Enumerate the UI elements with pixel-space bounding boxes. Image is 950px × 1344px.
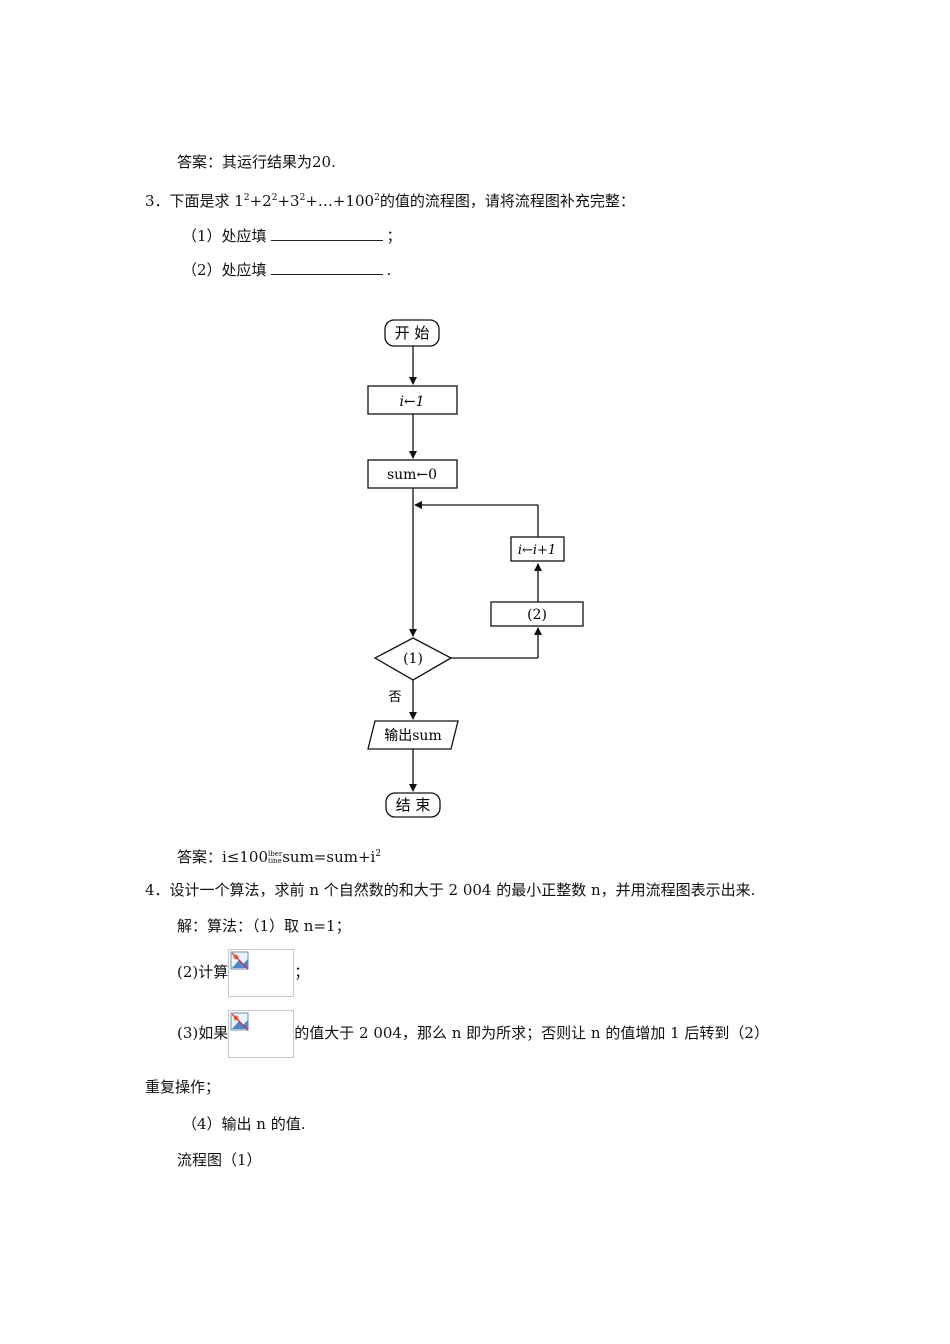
condition-label: (1) (403, 651, 423, 667)
question-3-term: +…+100 (305, 192, 375, 210)
step-3-prefix: (3)如果 (177, 1024, 229, 1042)
step-4-line: （4）输出 n 的值. (182, 1115, 306, 1133)
broken-image (228, 1010, 295, 1058)
question-3-prefix: 3．下面是求 1 (145, 192, 244, 210)
garbled-glyph-bottom: tine (268, 857, 282, 865)
init-sum-box (367, 459, 458, 489)
flowchart-1-label: 流程图（1） (177, 1151, 262, 1169)
init-i-label: i←1 (399, 394, 424, 410)
blank-1-line: （1）处应填 ； (182, 226, 402, 246)
blank-1-field[interactable] (270, 226, 383, 241)
step-2-line: (2)计算 ； (177, 947, 309, 997)
step-2-box (490, 601, 584, 627)
condition-diamond (373, 637, 453, 681)
blank-2-line: （2）处应填. (182, 260, 391, 280)
blank-2-field[interactable] (270, 260, 383, 275)
exponent: 2 (243, 193, 250, 203)
blank-1-end: ； (386, 227, 402, 245)
question-3-suffix: 的值的流程图，请将流程图补充完整： (379, 192, 635, 210)
question-3-term: +3 (277, 192, 300, 210)
step-3-continuation: 重复操作； (145, 1078, 221, 1096)
question-4-stem: 4．设计一个算法，求前 n 个自然数的和大于 2 004 的最小正整数 n，并用… (145, 881, 756, 899)
step-2-prefix: (2)计算 (177, 963, 229, 981)
output-label: 输出sum (384, 728, 441, 744)
step-2-suffix: ； (294, 963, 310, 981)
init-i-box (367, 385, 458, 415)
no-branch-label: 否 (388, 690, 401, 705)
question-3-term: +2 (249, 192, 272, 210)
output-parallelogram (367, 720, 459, 750)
broken-image-icon (230, 1012, 249, 1031)
step-2-label: (2) (527, 607, 547, 623)
answer-3-prefix: 答案：i≤100 (177, 848, 268, 866)
end-terminal (385, 792, 441, 818)
flowchart: 开 始 i←1 sum←0 i←i+1 (2) (1) 否 输出sum 结 束 (367, 319, 584, 818)
init-sum-label: sum←0 (387, 467, 437, 483)
broken-image (228, 949, 295, 997)
end-label: 结 束 (396, 796, 431, 814)
step-1-line: 解：算法：（1）取 n=1； (177, 917, 351, 935)
blank-1-label: （1）处应填 (182, 227, 267, 245)
blank-2-end: . (386, 261, 392, 279)
exponent: 2 (375, 849, 382, 859)
answer-3-suffix: sum=sum+i (282, 848, 376, 866)
start-label: 开 始 (395, 324, 430, 342)
broken-image-icon (230, 951, 249, 970)
answer-line-q2: 答案：其运行结果为20. (177, 153, 336, 171)
exponent: 2 (374, 193, 380, 203)
garbled-glyph-top: lber (268, 850, 283, 858)
step-3-line: (3)如果 的值大于 2 004，那么 n 即为所求；否则让 n 的值增加 1 后… (177, 1008, 769, 1058)
blank-2-label: （2）处应填 (182, 261, 267, 279)
increment-box (510, 536, 565, 562)
step-3-suffix: 的值大于 2 004，那么 n 即为所求；否则让 n 的值增加 1 后转到（2） (294, 1024, 769, 1042)
start-terminal (384, 319, 440, 347)
exponent: 2 (299, 193, 306, 203)
increment-label: i←i+1 (518, 543, 556, 558)
exponent: 2 (271, 193, 278, 203)
question-3-stem: 3．下面是求 12+22+32+…+1002的值的流程图，请将流程图补充完整： (145, 188, 635, 211)
